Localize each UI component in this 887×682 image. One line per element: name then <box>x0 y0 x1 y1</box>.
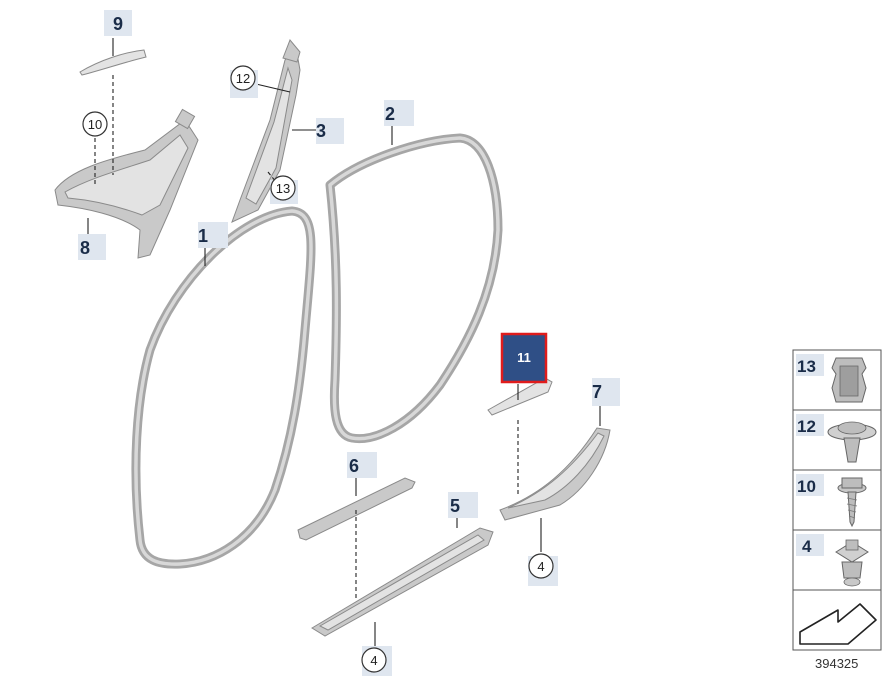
callout-label: 12 <box>236 71 250 86</box>
callout-8[interactable]: 8 <box>78 234 106 260</box>
legend-direction-box <box>792 589 882 651</box>
callout-5[interactable]: 5 <box>448 492 478 518</box>
callout-4-rear[interactable]: 4 <box>528 553 558 586</box>
callout-13[interactable]: 13 <box>270 175 298 204</box>
callout-10[interactable]: 10 <box>82 111 108 137</box>
callout-label: 3 <box>316 121 326 141</box>
part-6-sill-strip[interactable] <box>297 477 416 541</box>
callout-label: 4 <box>537 559 544 574</box>
part-7-entrance-strip[interactable] <box>499 427 611 521</box>
callout-label: 8 <box>80 238 90 258</box>
legend-label: 13 <box>797 357 816 376</box>
diagram-reference-number: 394325 <box>815 656 858 671</box>
callout-label: 11 <box>517 350 531 365</box>
callout-4-front[interactable]: 4 <box>361 646 392 676</box>
part-9-trim-cover[interactable] <box>79 49 147 76</box>
legend-item-10[interactable]: 10 <box>792 469 882 531</box>
part-5-entrance-strip[interactable] <box>311 527 494 637</box>
legend-label: 12 <box>797 417 816 436</box>
callout-label: 5 <box>450 496 460 516</box>
direction-arrow-icon <box>799 603 877 645</box>
callout-12[interactable]: 12 <box>230 65 258 98</box>
clip-nut-icon <box>835 539 869 587</box>
callout-label: 4 <box>370 653 377 668</box>
fastener-legend: 13 12 10 <box>792 349 882 671</box>
expanding-rivet-icon <box>827 421 877 463</box>
part-1-door-seal[interactable] <box>131 206 316 569</box>
callout-label: 10 <box>88 117 102 132</box>
callout-1[interactable]: 1 <box>198 222 228 248</box>
callout-label: 9 <box>113 14 123 34</box>
callout-label: 1 <box>198 226 208 246</box>
callout-label: 2 <box>385 104 395 124</box>
legend-item-13[interactable]: 13 <box>792 349 882 411</box>
callout-label: 6 <box>349 456 359 476</box>
callout-6[interactable]: 6 <box>347 452 377 478</box>
part-3-pillar-trim[interactable] <box>231 39 301 223</box>
callout-label: 13 <box>276 181 290 196</box>
legend-label: 10 <box>797 477 816 496</box>
callout-3[interactable]: 3 <box>316 118 344 144</box>
screw-icon <box>837 477 867 528</box>
legend-item-12[interactable]: 12 <box>792 409 882 471</box>
callout-7[interactable]: 7 <box>592 378 620 406</box>
part-11-cover[interactable] <box>487 377 553 416</box>
callout-label: 7 <box>592 382 602 402</box>
part-2-door-seal[interactable] <box>325 133 503 444</box>
callout-2[interactable]: 2 <box>384 100 414 126</box>
legend-label: 4 <box>802 537 812 556</box>
legend-item-4[interactable]: 4 <box>792 529 882 591</box>
clip-icon <box>831 357 867 403</box>
callout-9[interactable]: 9 <box>104 10 132 36</box>
part-8-pillar-trim[interactable] <box>54 108 199 259</box>
callout-11-selected[interactable]: 11 <box>500 332 548 384</box>
